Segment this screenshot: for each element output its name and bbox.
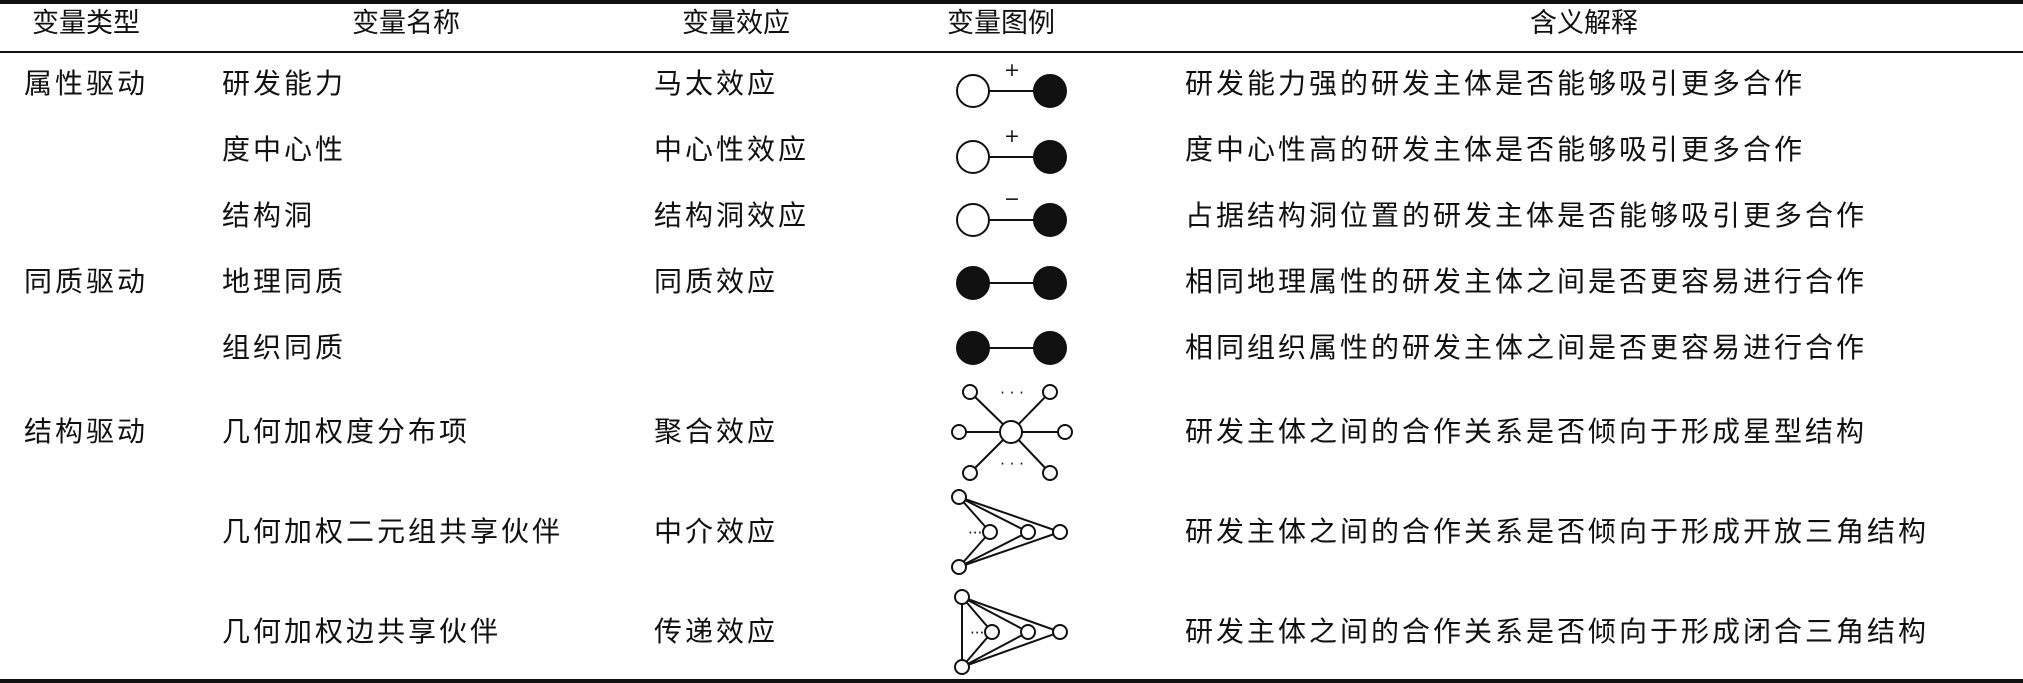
legend-positive-tie: +: [956, 59, 1067, 108]
table-row-effect: 马太效应: [654, 67, 779, 100]
header-variable-legend: 变量图例: [947, 8, 1055, 39]
ellipsis: ···: [970, 624, 984, 642]
header-variable-effect: 变量效应: [682, 8, 790, 39]
group-structure-driven: 结构驱动: [24, 415, 149, 448]
table-row-name: 几何加权二元组共享伙伴: [222, 515, 564, 548]
group-attribute-driven: 属性驱动: [24, 67, 149, 100]
legend-star: · · · · · ·: [951, 384, 1073, 481]
table-row-meaning: 研发主体之间的合作关系是否倾向于形成闭合三角结构: [1185, 615, 1930, 648]
table-row-effect: 结构洞效应: [654, 199, 810, 232]
ellipsis: · · ·: [1000, 384, 1024, 402]
table-row-effect: 传递效应: [654, 615, 779, 648]
table-row-name: 结构洞: [222, 199, 316, 232]
table-bottom-rule: [0, 679, 2023, 683]
table-row-meaning: 研发主体之间的合作关系是否倾向于形成开放三角结构: [1185, 515, 1930, 548]
table-row-meaning: 占据结构洞位置的研发主体是否能够吸引更多合作: [1185, 199, 1868, 232]
positive-sign: +: [1004, 125, 1020, 147]
table-row-name: 几何加权边共享伙伴: [222, 615, 502, 648]
positive-sign: +: [1004, 59, 1020, 81]
table-row-name: 组织同质: [222, 331, 347, 364]
table-row-name: 几何加权度分布项: [222, 415, 471, 448]
table-row-name: 地理同质: [222, 265, 347, 298]
table-row-effect: 中心性效应: [654, 133, 810, 166]
legend-negative-tie: −: [956, 188, 1067, 237]
table-row-meaning: 相同地理属性的研发主体之间是否更容易进行合作: [1185, 265, 1868, 298]
table-row-effect: 聚合效应: [654, 415, 779, 448]
table-row-effect: 中介效应: [654, 515, 779, 548]
header-meaning: 含义解释: [1530, 8, 1638, 39]
table-top-rule: [0, 0, 2023, 4]
legend-closed-triangle: ···: [954, 589, 1068, 675]
header-variable-type: 变量类型: [32, 8, 140, 39]
negative-sign: −: [1004, 188, 1020, 210]
ellipsis: · · ·: [1000, 455, 1024, 473]
legend-homophily-tie: [956, 266, 1067, 300]
table-row-effect: 同质效应: [654, 265, 779, 298]
legend-homophily-tie: [956, 331, 1067, 365]
legend-positive-tie: +: [956, 125, 1067, 174]
table-header-rule: [0, 51, 2023, 53]
table-row-meaning: 研发主体之间的合作关系是否倾向于形成星型结构: [1185, 415, 1868, 448]
table-row-meaning: 度中心性高的研发主体是否能够吸引更多合作: [1185, 133, 1806, 166]
table-row-meaning: 研发能力强的研发主体是否能够吸引更多合作: [1185, 67, 1806, 100]
header-variable-name: 变量名称: [352, 8, 460, 39]
table-row-meaning: 相同组织属性的研发主体之间是否更容易进行合作: [1185, 331, 1868, 364]
table-row-name: 度中心性: [222, 133, 347, 166]
ellipsis: ···: [968, 524, 982, 542]
group-homophily-driven: 同质驱动: [24, 265, 149, 298]
legend-open-triangle: ···: [951, 489, 1068, 575]
table-row-name: 研发能力: [222, 67, 347, 100]
